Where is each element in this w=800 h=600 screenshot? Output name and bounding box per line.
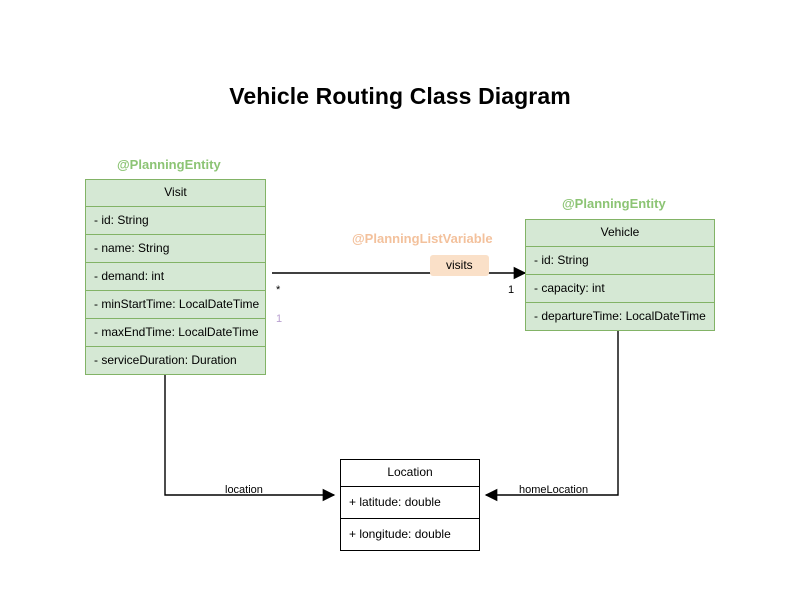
edge-label-home-location: homeLocation [519,484,589,496]
class-attribute: - name: String [86,235,265,263]
edge-visit-location [164,367,336,502]
page-title: Vehicle Routing Class Diagram [229,83,571,109]
class-name-vehicle: Vehicle [526,220,714,247]
class-attribute: + latitude: double [341,487,479,519]
stereotype-vehicle-planning-entity: @PlanningEntity [562,196,666,211]
class-attribute: + longitude: double [349,527,451,541]
stereotype-planning-list-variable: @PlanningListVariable [352,231,493,246]
multiplicity-visits-target: * [276,284,281,296]
class-name-visit: Visit [86,180,265,207]
class-attribute: - id: String [86,207,265,235]
edge-vehicle-home-location [484,322,619,502]
class-box-location[interactable]: Location + latitude: double + longitude:… [340,459,480,551]
class-attribute: - serviceDuration: Duration [94,353,237,367]
class-attribute: - minStartTime: LocalDateTime [86,291,265,319]
multiplicity-visits-source: 1 [508,284,515,296]
class-attribute: - id: String [526,247,714,275]
class-name-location: Location [341,460,479,487]
edge-label-visits: visits [430,255,489,276]
class-attribute: - departureTime: LocalDateTime [534,309,706,323]
class-attribute: - maxEndTime: LocalDateTime [86,319,265,347]
edge-label-location: location [225,484,263,496]
stereotype-visit-planning-entity: @PlanningEntity [117,157,221,172]
class-box-visit[interactable]: Visit - id: String - name: String - dema… [85,179,266,375]
class-attribute: - capacity: int [526,275,714,303]
class-box-vehicle[interactable]: Vehicle - id: String - capacity: int - d… [525,219,715,331]
multiplicity-visit-extra: 1 [276,313,283,325]
class-attribute: - demand: int [86,263,265,291]
